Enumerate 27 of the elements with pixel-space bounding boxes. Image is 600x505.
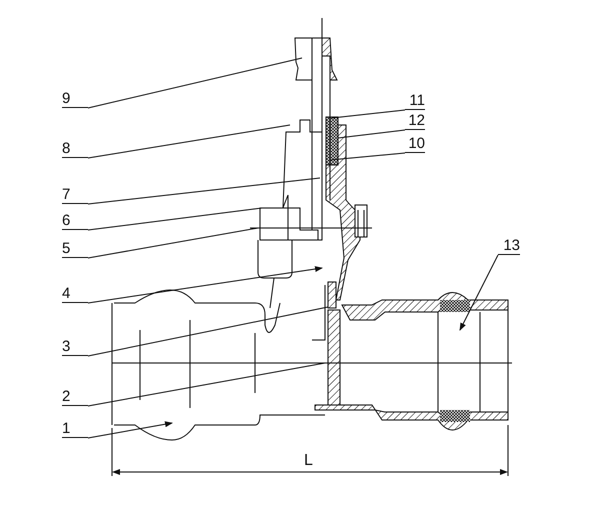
dimension-label: L xyxy=(304,452,313,470)
callout-number: 2 xyxy=(62,388,88,406)
leader-line xyxy=(88,178,320,204)
leader-line xyxy=(88,362,326,406)
callout-number: 10 xyxy=(405,135,425,153)
callout-number: 8 xyxy=(62,140,88,158)
leader-line xyxy=(88,124,290,158)
leader-line xyxy=(338,130,406,138)
callout-number: 5 xyxy=(62,240,88,258)
leader-line xyxy=(88,421,173,438)
leader-line xyxy=(330,152,406,160)
leader-line xyxy=(460,254,498,331)
leader-line xyxy=(88,58,302,108)
leader-line xyxy=(88,306,328,356)
callout-number: 6 xyxy=(62,212,88,230)
leader-line xyxy=(88,228,258,258)
callout-number: 13 xyxy=(498,237,520,255)
leader-line xyxy=(88,208,262,230)
leader-line xyxy=(88,266,323,304)
callout-number: 1 xyxy=(62,420,88,438)
callout-number: 12 xyxy=(405,112,425,130)
callout-number: 3 xyxy=(62,338,88,356)
callout-number: 7 xyxy=(62,186,88,204)
callout-number: 9 xyxy=(62,90,88,108)
leader-line xyxy=(332,110,406,118)
callout-number: 4 xyxy=(62,285,88,303)
callout-number: 11 xyxy=(405,92,425,110)
